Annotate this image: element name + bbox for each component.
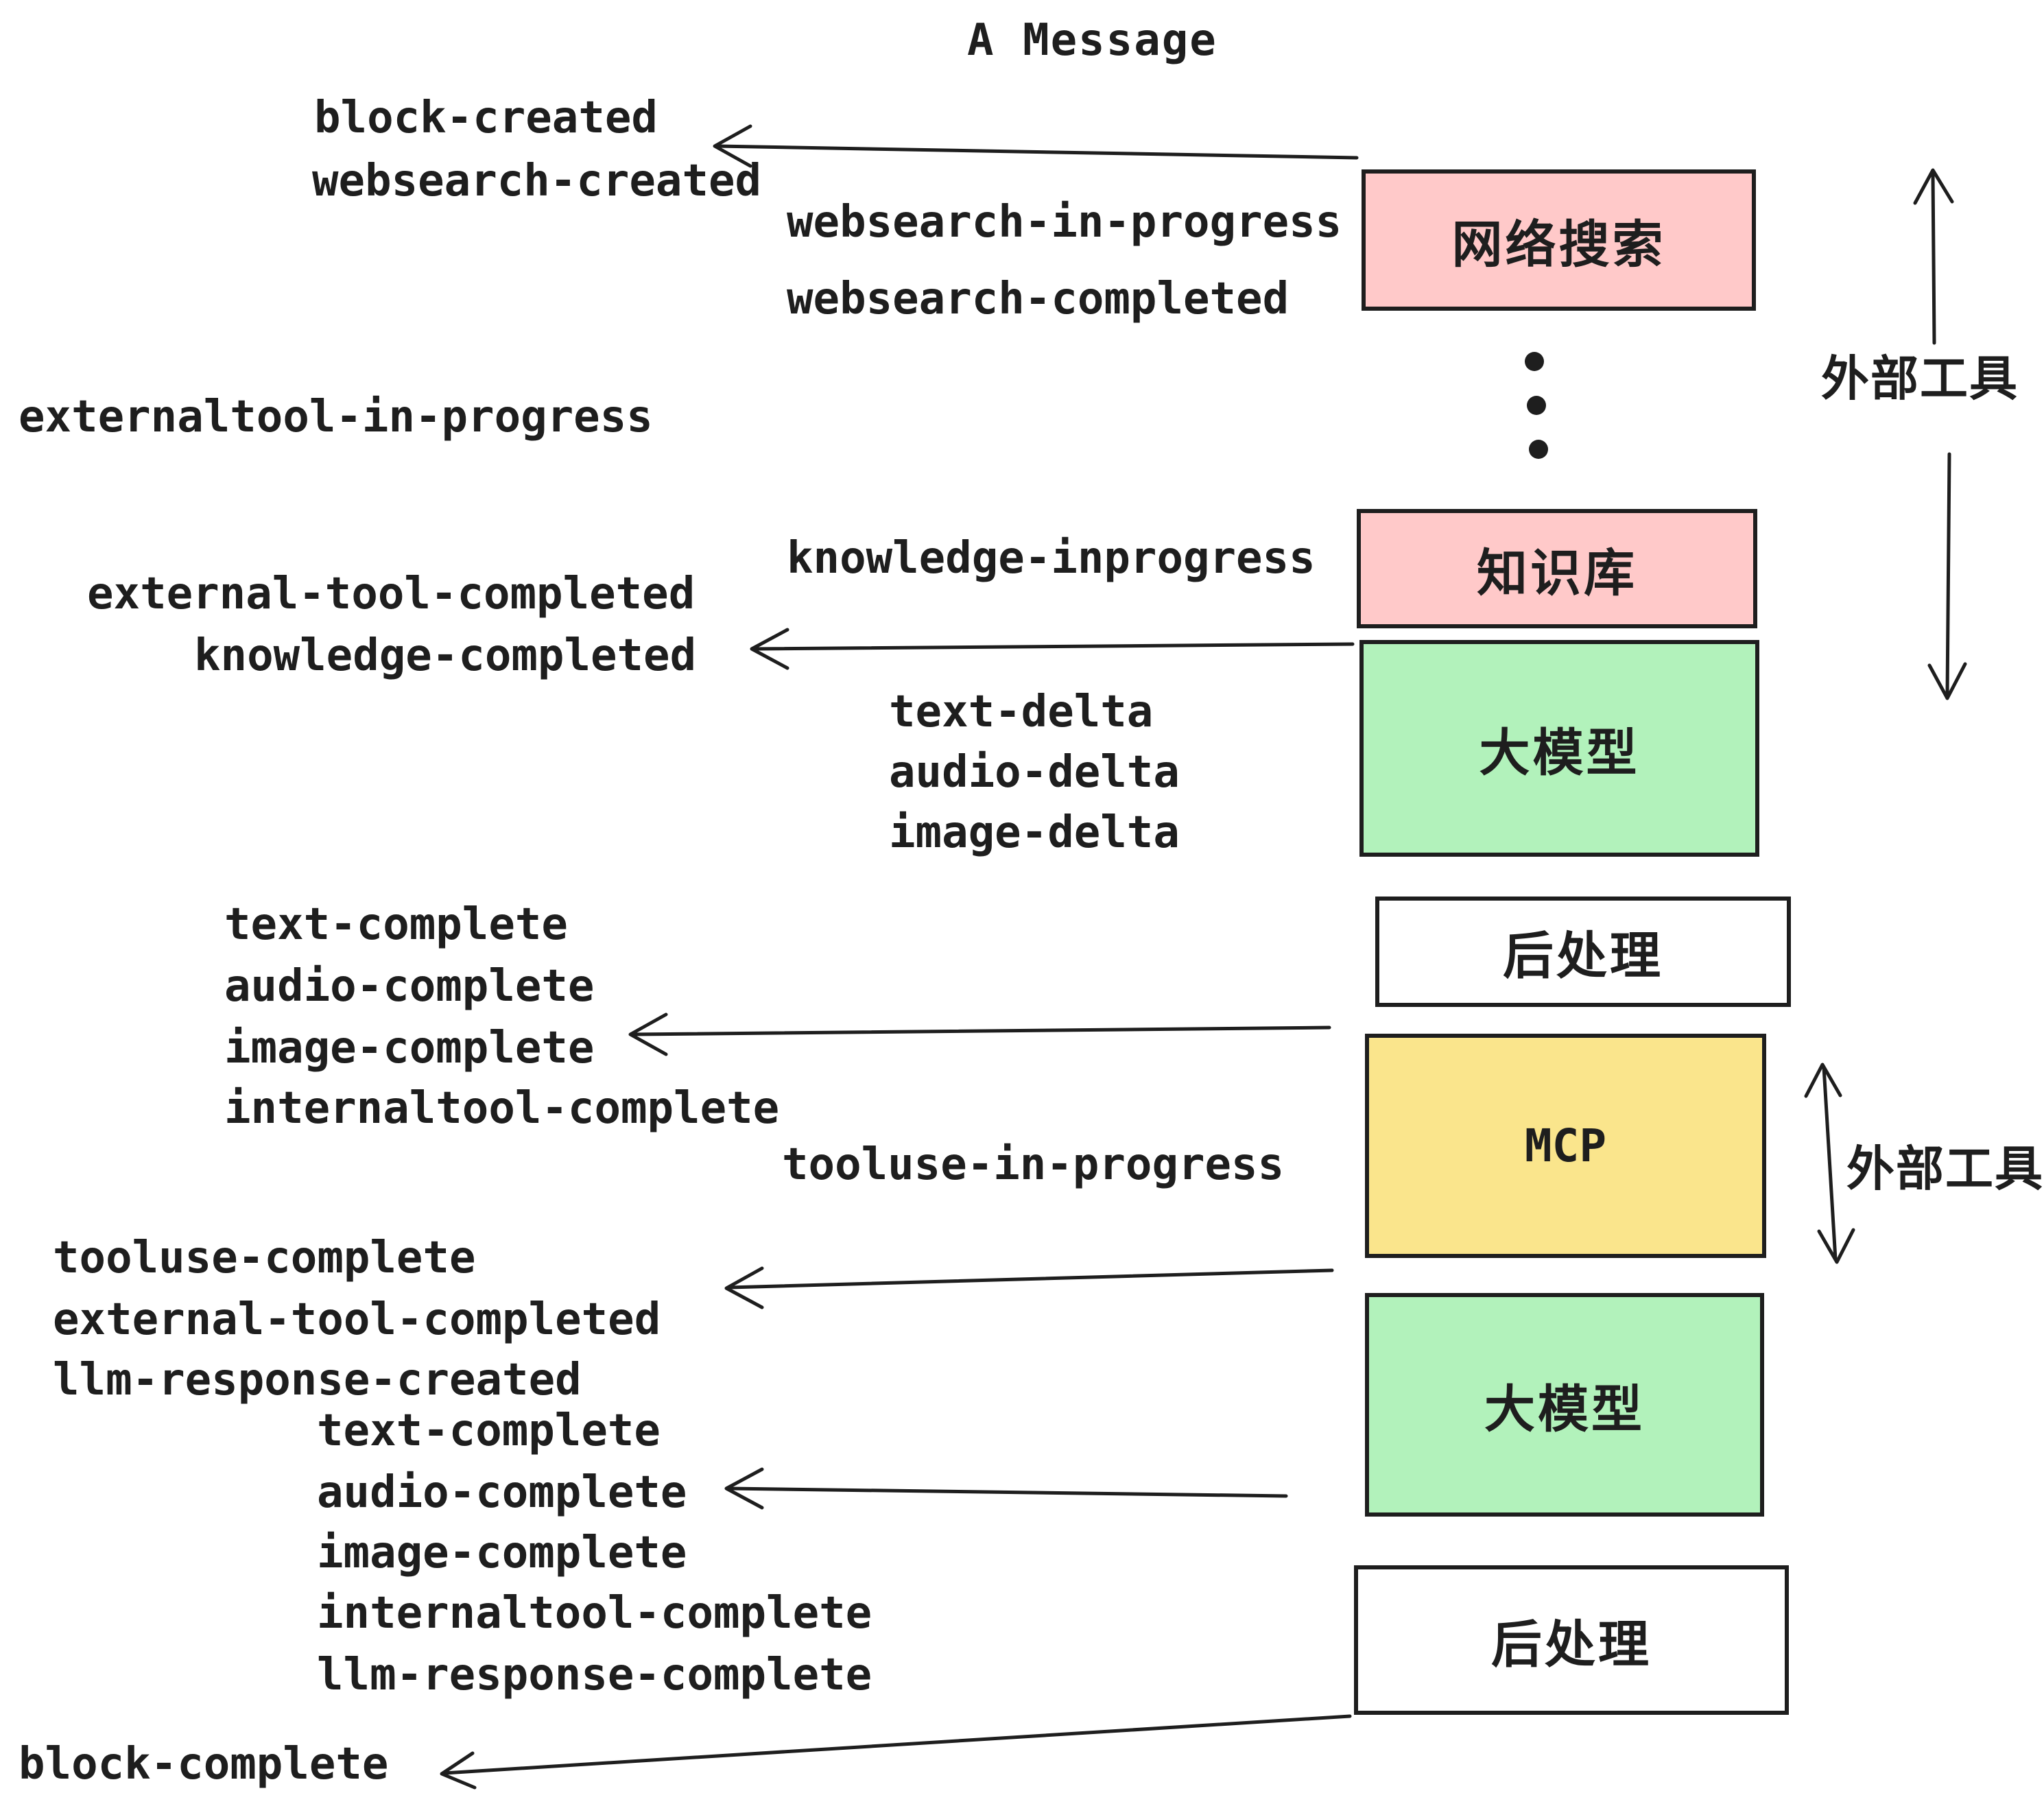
box-label: 后处理 (1491, 1615, 1652, 1673)
event-label: block-complete (19, 1739, 389, 1790)
event-label: block-created (314, 93, 658, 143)
external-tools-label-bottom: 外部工具 (1846, 1142, 2044, 1196)
event-label: audio-complete (317, 1467, 687, 1518)
box-label: 后处理 (1503, 927, 1663, 984)
event-label: llm-response-complete (317, 1650, 872, 1700)
box-llm-top: 大模型 (1359, 640, 1759, 857)
page-title: A Message (967, 15, 1217, 66)
box-postprocess-top: 后处理 (1375, 897, 1791, 1007)
box-label: 大模型 (1479, 724, 1640, 781)
arrow-to-block-complete (440, 1714, 1352, 1790)
event-label: internaltool-complete (317, 1588, 872, 1639)
arrow-to-audio-complete (724, 1467, 1288, 1510)
event-label: text-delta (889, 687, 1154, 737)
event-label: audio-complete (224, 961, 595, 1012)
event-label: knowledge-inprogress (787, 533, 1316, 584)
event-label: llm-response-created (53, 1355, 582, 1405)
event-label: websearch-completed (787, 274, 1290, 324)
arrow-to-tooluse-complete (724, 1266, 1334, 1309)
event-label: image-complete (224, 1023, 595, 1073)
event-label: text-complete (317, 1405, 661, 1456)
event-label: text-complete (224, 899, 568, 950)
box-websearch: 网络搜索 (1362, 169, 1756, 311)
event-label: tooluse-complete (53, 1233, 476, 1283)
event-label: externaltool-in-progress (19, 392, 653, 442)
event-label: websearch-created (312, 156, 762, 206)
box-knowledge: 知识库 (1357, 509, 1757, 628)
box-label: MCP (1524, 1119, 1607, 1172)
event-label: websearch-in-progress (787, 197, 1342, 248)
arrow-to-image-complete (628, 1012, 1331, 1056)
external-tools-label-top: 外部工具 (1821, 352, 2019, 405)
arrow-to-websearch-created (713, 124, 1359, 168)
box-label: 大模型 (1484, 1380, 1645, 1438)
event-label: tooluse-in-progress (782, 1139, 1285, 1190)
box-postprocess-bottom: 后处理 (1354, 1565, 1789, 1715)
event-label: external-tool-completed (87, 569, 696, 619)
event-label: internaltool-complete (224, 1083, 780, 1134)
external-tools-double-arrow (1804, 1063, 1855, 1264)
box-llm-bottom: 大模型 (1365, 1293, 1764, 1517)
box-label: 网络搜索 (1451, 215, 1666, 273)
external-tools-down-arrow (1927, 452, 1967, 700)
event-label: audio-delta (889, 747, 1180, 798)
event-label: external-tool-completed (53, 1294, 661, 1345)
event-label: knowledge-completed (194, 630, 697, 681)
external-tools-up-arrow (1913, 168, 1954, 345)
ellipsis-dots (1525, 352, 1548, 459)
box-label: 知识库 (1477, 544, 1637, 602)
arrow-to-knowledge-completed (750, 628, 1355, 670)
box-mcp: MCP (1365, 1034, 1766, 1258)
event-label: image-delta (889, 807, 1180, 858)
event-label: image-complete (317, 1528, 687, 1578)
